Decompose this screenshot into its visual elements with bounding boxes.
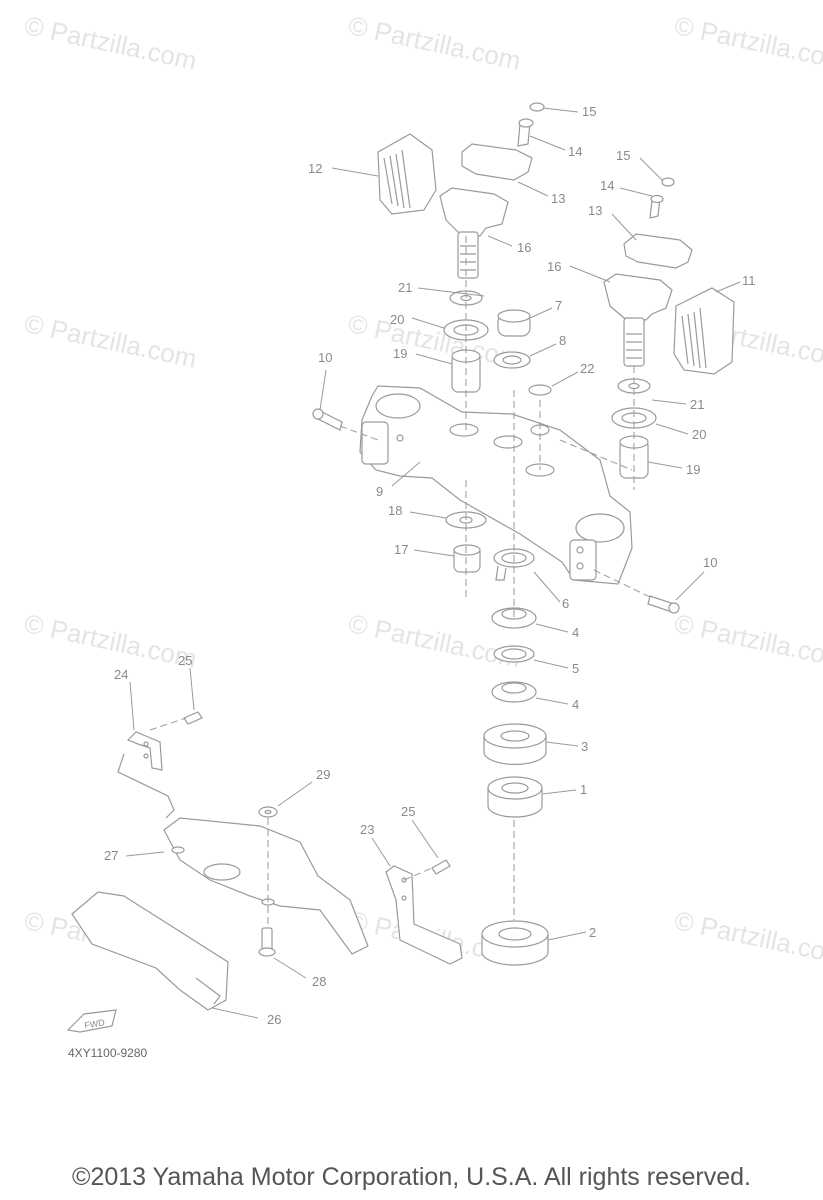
bracket xyxy=(117,731,175,819)
handlebar-holder-upper xyxy=(623,233,693,269)
fwd-label: FWD xyxy=(84,1017,106,1030)
callout-14: 14 xyxy=(600,178,614,193)
callout-13: 13 xyxy=(588,203,602,218)
callout-9: 9 xyxy=(376,484,383,499)
callout-27: 27 xyxy=(104,848,118,863)
callout-3: 3 xyxy=(581,739,588,754)
callout-12: 12 xyxy=(308,161,322,176)
callout-20: 20 xyxy=(390,312,404,327)
callout-13: 13 xyxy=(551,191,565,206)
handlebar-cover-left xyxy=(377,133,437,215)
pinch-bolt xyxy=(647,595,680,614)
callout-21: 21 xyxy=(398,280,412,295)
bolt xyxy=(258,927,276,957)
nut xyxy=(453,544,481,573)
callout-25: 25 xyxy=(178,653,192,668)
callout-11: 11 xyxy=(742,273,756,288)
callout-2: 2 xyxy=(589,925,596,940)
washer xyxy=(493,645,535,663)
callout-20: 20 xyxy=(692,427,706,442)
bearing-cover xyxy=(483,723,547,765)
bolt-head xyxy=(518,118,534,128)
callout-29: 29 xyxy=(316,767,330,782)
callout-21: 21 xyxy=(690,397,704,412)
callout-23: 23 xyxy=(360,822,374,837)
cap xyxy=(529,102,545,112)
callout-25: 25 xyxy=(401,804,415,819)
cap-nut xyxy=(497,309,531,337)
callout-16: 16 xyxy=(517,240,531,255)
bolt xyxy=(431,859,451,875)
callout-17: 17 xyxy=(394,542,408,557)
callout-24: 24 xyxy=(114,667,128,682)
callout-14: 14 xyxy=(568,144,582,159)
handlebar-cover-right xyxy=(673,287,735,375)
callout-15: 15 xyxy=(616,148,630,163)
upper-bracket xyxy=(359,385,633,585)
callout-4: 4 xyxy=(572,697,579,712)
callout-22: 22 xyxy=(580,361,594,376)
pinch-bolt xyxy=(312,408,343,431)
handlebar-holder-lower xyxy=(603,273,673,367)
callout-16: 16 xyxy=(547,259,561,274)
ring-nut xyxy=(491,607,537,629)
diagram-code: 4XY1100-9280 xyxy=(68,1046,148,1060)
callout-6: 6 xyxy=(562,596,569,611)
callout-4: 4 xyxy=(572,625,579,640)
bearing xyxy=(481,920,549,966)
handlebar-holder-lower xyxy=(439,187,509,279)
callout-5: 5 xyxy=(572,661,579,676)
bracket xyxy=(385,865,463,965)
lock-washer xyxy=(493,548,535,581)
handlebar-holder-upper xyxy=(461,143,533,181)
callout-8: 8 xyxy=(559,333,566,348)
callout-1: 1 xyxy=(580,782,587,797)
washer xyxy=(493,351,531,369)
plug xyxy=(528,384,552,396)
bearing xyxy=(487,776,543,818)
callout-19: 19 xyxy=(393,346,407,361)
callout-15: 15 xyxy=(582,104,596,119)
cap xyxy=(661,177,675,187)
callout-10: 10 xyxy=(703,555,717,570)
fwd-arrow-icon xyxy=(66,1009,117,1033)
guard xyxy=(71,891,229,1011)
callout-10: 10 xyxy=(318,350,332,365)
grommet xyxy=(258,806,278,818)
callout-19: 19 xyxy=(686,462,700,477)
ring-nut xyxy=(491,681,537,703)
callout-18: 18 xyxy=(388,503,402,518)
bolt xyxy=(183,711,203,725)
callout-7: 7 xyxy=(555,298,562,313)
callout-26: 26 xyxy=(267,1012,281,1027)
callout-28: 28 xyxy=(312,974,326,989)
bolt-head xyxy=(650,194,664,204)
copyright-notice: ©2013 Yamaha Motor Corporation, U.S.A. A… xyxy=(72,1163,751,1191)
